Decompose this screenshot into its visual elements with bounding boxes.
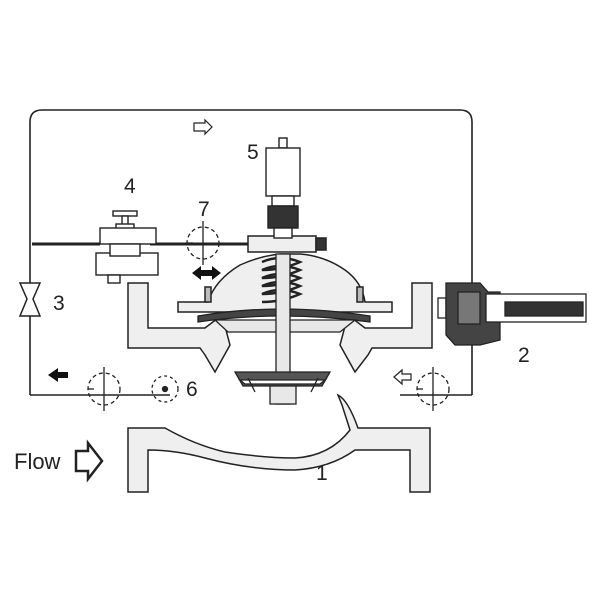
left-upper-body bbox=[127, 282, 231, 374]
isolation-cock-left bbox=[87, 367, 121, 411]
top-flow-arrow bbox=[193, 118, 213, 136]
isolation-cock-7 bbox=[186, 221, 220, 265]
callout-5: 5 bbox=[247, 141, 259, 164]
right-flow-arrow bbox=[393, 368, 412, 386]
lower-body bbox=[127, 393, 431, 493]
isolation-cock-right bbox=[416, 367, 450, 411]
callout-7: 7 bbox=[198, 198, 210, 221]
flow-label: Flow bbox=[14, 449, 61, 474]
right-upper-body bbox=[339, 282, 433, 374]
flow-arrow-icon bbox=[74, 439, 104, 483]
callout-1: 1 bbox=[316, 462, 328, 485]
top-pilot bbox=[265, 137, 301, 239]
seal-disc bbox=[233, 371, 332, 405]
cover-flow-arrow bbox=[192, 266, 221, 280]
main-valve-body bbox=[127, 282, 433, 493]
solenoid-pilot bbox=[437, 282, 587, 346]
callout-6: 6 bbox=[186, 378, 198, 401]
pilot-tubing bbox=[29, 109, 473, 396]
filter-6 bbox=[151, 375, 179, 403]
callout-4: 4 bbox=[124, 175, 136, 198]
left-flow-arrow bbox=[48, 368, 68, 382]
callout-3: 3 bbox=[53, 292, 65, 315]
callout-2: 2 bbox=[518, 344, 530, 367]
needle-valve bbox=[95, 210, 159, 284]
pilot-loop-outline bbox=[29, 109, 473, 395]
restriction-fitting bbox=[18, 282, 42, 317]
main-spring bbox=[261, 256, 304, 304]
